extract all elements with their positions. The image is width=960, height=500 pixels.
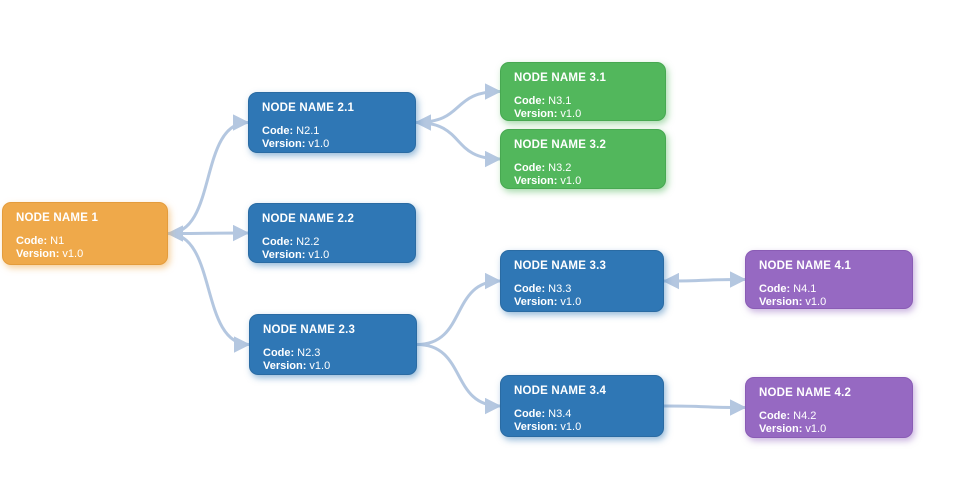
version-value: v1.0 bbox=[560, 421, 582, 433]
node-version-line: Version:v1.0 bbox=[514, 108, 652, 121]
version-value: v1.0 bbox=[62, 248, 84, 260]
version-label: Version: bbox=[759, 423, 803, 435]
version-label: Version: bbox=[262, 249, 306, 261]
node-title: NODE NAME 4.1 bbox=[759, 260, 852, 272]
version-label: Version: bbox=[514, 421, 558, 433]
code-value: N3.4 bbox=[548, 408, 572, 420]
node-3-3[interactable]: NODE NAME 3.3 Code:N3.3 Version:v1.0 bbox=[500, 250, 664, 312]
version-value: v1.0 bbox=[308, 249, 330, 261]
node-version-line: Version:v1.0 bbox=[16, 248, 154, 261]
code-value: N2.1 bbox=[296, 125, 320, 137]
edge-node-1-to-node-2-3 bbox=[167, 232, 251, 353]
code-label: Code: bbox=[262, 125, 294, 137]
node-code-line: Code:N3.3 bbox=[514, 283, 650, 296]
code-value: N2.3 bbox=[297, 347, 321, 359]
node-title: NODE NAME 3.3 bbox=[514, 260, 607, 272]
version-value: v1.0 bbox=[805, 423, 827, 435]
code-label: Code: bbox=[759, 283, 791, 295]
code-label: Code: bbox=[759, 410, 791, 422]
edge-node-1-to-node-2-2 bbox=[166, 224, 250, 242]
code-label: Code: bbox=[514, 95, 546, 107]
version-value: v1.0 bbox=[560, 175, 582, 187]
node-title: NODE NAME 3.1 bbox=[514, 72, 607, 84]
edge-node-3-3-to-node-4-1 bbox=[662, 271, 747, 290]
node-2-1[interactable]: NODE NAME 2.1 Code:N2.1 Version:v1.0 bbox=[248, 92, 416, 153]
code-value: N1 bbox=[50, 235, 65, 247]
node-4-1[interactable]: NODE NAME 4.1 Code:N4.1 Version:v1.0 bbox=[745, 250, 913, 309]
node-code-line: Code:N3.1 bbox=[514, 95, 652, 108]
node-3-4[interactable]: NODE NAME 3.4 Code:N3.4 Version:v1.0 bbox=[500, 375, 664, 437]
edge-node-2-3-to-node-3-4 bbox=[416, 343, 502, 415]
edge-node-2-3-to-node-3-3 bbox=[416, 272, 502, 346]
code-label: Code: bbox=[514, 283, 546, 295]
node-1[interactable]: NODE NAME 1 Code:N1 Version:v1.0 bbox=[2, 202, 168, 265]
node-version-line: Version:v1.0 bbox=[263, 360, 403, 373]
code-label: Code: bbox=[514, 408, 546, 420]
node-version-line: Version:v1.0 bbox=[262, 138, 402, 151]
code-value: N4.1 bbox=[793, 283, 817, 295]
code-value: N3.1 bbox=[548, 95, 572, 107]
version-label: Version: bbox=[514, 108, 558, 120]
code-label: Code: bbox=[16, 235, 48, 247]
node-code-line: Code:N2.1 bbox=[262, 125, 402, 138]
node-3-2[interactable]: NODE NAME 3.2 Code:N3.2 Version:v1.0 bbox=[500, 129, 666, 189]
version-value: v1.0 bbox=[560, 108, 582, 120]
version-label: Version: bbox=[514, 296, 558, 308]
node-title: NODE NAME 4.2 bbox=[759, 387, 852, 399]
version-value: v1.0 bbox=[308, 138, 330, 150]
edge-node-1-to-node-2-1 bbox=[167, 114, 250, 235]
node-title: NODE NAME 2.3 bbox=[263, 324, 356, 336]
version-label: Version: bbox=[759, 296, 803, 308]
node-version-line: Version:v1.0 bbox=[514, 296, 650, 309]
code-label: Code: bbox=[262, 236, 294, 248]
version-value: v1.0 bbox=[309, 360, 331, 372]
node-version-line: Version:v1.0 bbox=[759, 423, 899, 436]
node-code-line: Code:N2.3 bbox=[263, 347, 403, 360]
node-title: NODE NAME 2.1 bbox=[262, 102, 355, 114]
node-title: NODE NAME 3.4 bbox=[514, 385, 607, 397]
version-value: v1.0 bbox=[805, 296, 827, 308]
edge-node-2-1-to-node-3-2 bbox=[415, 121, 502, 168]
node-code-line: Code:N4.2 bbox=[759, 410, 899, 423]
node-version-line: Version:v1.0 bbox=[262, 249, 402, 262]
node-title: NODE NAME 2.2 bbox=[262, 213, 355, 225]
node-2-3[interactable]: NODE NAME 2.3 Code:N2.3 Version:v1.0 bbox=[249, 314, 417, 375]
node-code-line: Code:N4.1 bbox=[759, 283, 899, 296]
version-label: Version: bbox=[514, 175, 558, 187]
code-value: N4.2 bbox=[793, 410, 817, 422]
code-value: N2.2 bbox=[296, 236, 320, 248]
edge-node-3-4-to-node-4-2 bbox=[663, 399, 747, 416]
code-label: Code: bbox=[514, 162, 546, 174]
version-label: Version: bbox=[263, 360, 307, 372]
code-value: N3.3 bbox=[548, 283, 572, 295]
node-version-line: Version:v1.0 bbox=[514, 175, 652, 188]
node-version-line: Version:v1.0 bbox=[759, 296, 899, 309]
code-value: N3.2 bbox=[548, 162, 572, 174]
node-code-line: Code:N3.2 bbox=[514, 162, 652, 175]
edge-node-2-1-to-node-3-1 bbox=[414, 83, 502, 131]
version-label: Version: bbox=[262, 138, 306, 150]
node-code-line: Code:N3.4 bbox=[514, 408, 650, 421]
node-version-line: Version:v1.0 bbox=[514, 421, 650, 434]
version-label: Version: bbox=[16, 248, 60, 260]
node-code-line: Code:N1 bbox=[16, 235, 154, 248]
node-title: NODE NAME 3.2 bbox=[514, 139, 607, 151]
version-value: v1.0 bbox=[560, 296, 582, 308]
node-title: NODE NAME 1 bbox=[16, 212, 99, 224]
node-code-line: Code:N2.2 bbox=[262, 236, 402, 249]
node-2-2[interactable]: NODE NAME 2.2 Code:N2.2 Version:v1.0 bbox=[248, 203, 416, 263]
node-4-2[interactable]: NODE NAME 4.2 Code:N4.2 Version:v1.0 bbox=[745, 377, 913, 438]
node-3-1[interactable]: NODE NAME 3.1 Code:N3.1 Version:v1.0 bbox=[500, 62, 666, 121]
code-label: Code: bbox=[263, 347, 295, 359]
